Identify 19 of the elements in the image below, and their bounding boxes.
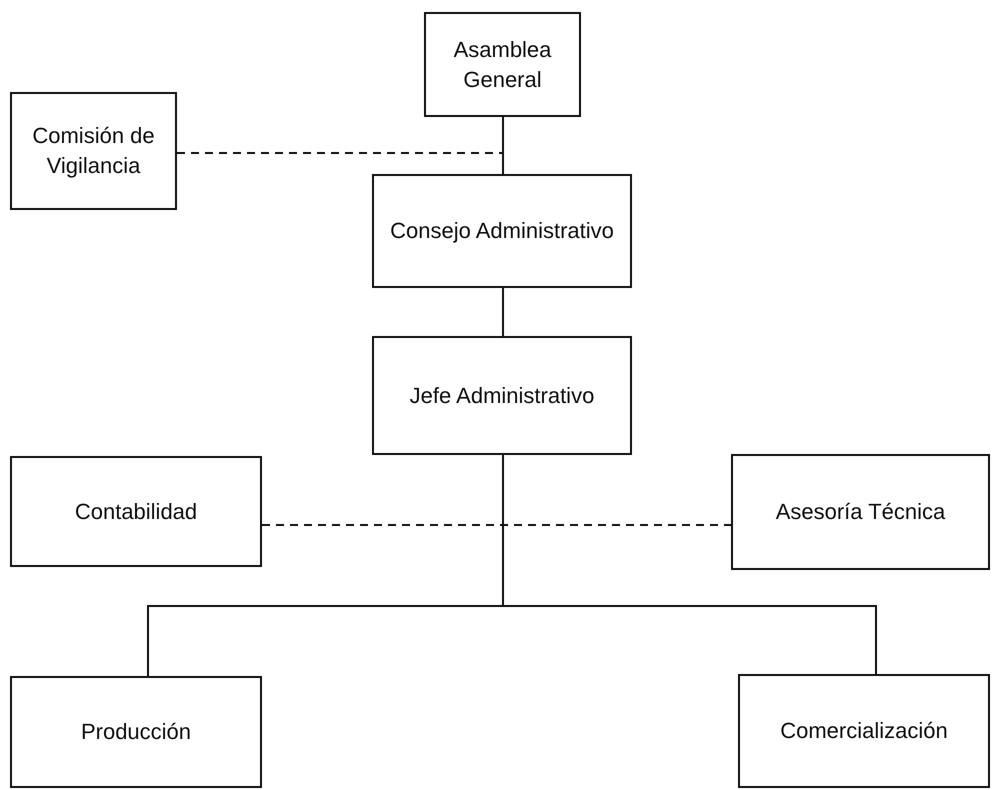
- connector-line: [502, 288, 504, 336]
- box-label: Consejo Administrativo: [390, 217, 614, 246]
- org-box: [738, 674, 990, 788]
- box-label: Contabilidad: [74, 498, 198, 526]
- connector-line: [502, 117, 504, 174]
- org-box: [424, 12, 581, 117]
- box-label: Producción: [80, 718, 192, 746]
- org-box: [10, 456, 262, 567]
- box-label: Asamblea General: [452, 36, 552, 94]
- org-box: [731, 454, 990, 570]
- org-box: [10, 676, 262, 788]
- box-label: Asesoría Técnica: [776, 498, 946, 526]
- box-label: Comisión de Vigilancia: [31, 122, 156, 180]
- org-box: [372, 174, 632, 288]
- org-box: [10, 92, 177, 210]
- box-label: Comercialización: [780, 717, 948, 746]
- dashed-connector: [262, 524, 731, 526]
- box-label: Jefe Administrativo: [410, 382, 594, 410]
- org-box: [372, 336, 632, 455]
